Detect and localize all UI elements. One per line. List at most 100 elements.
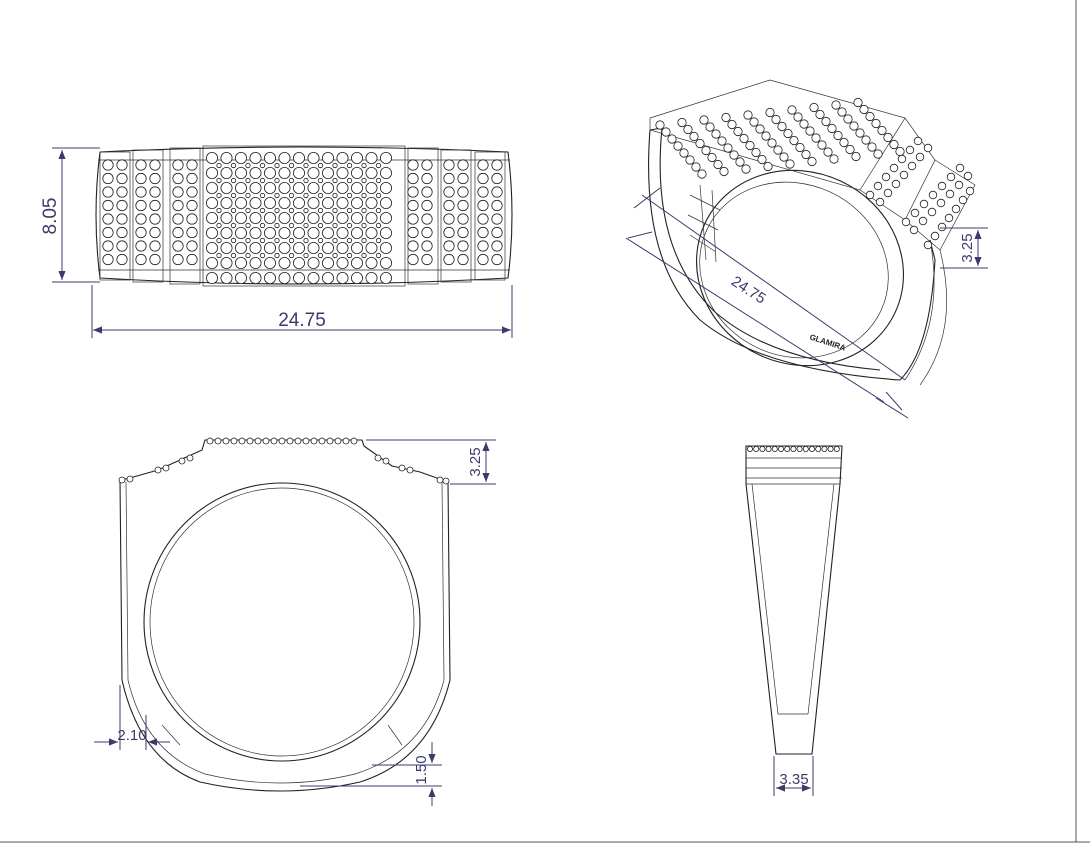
gem-stone [807,156,817,167]
gem-stone [711,129,721,139]
gem-stone [317,207,324,214]
gem-stone [186,240,198,252]
gem-stone [238,437,246,445]
gem-stone [821,116,831,127]
gem-stone [927,207,937,217]
gem-stone [278,437,286,445]
gem-stone [172,159,184,171]
gem-stone [491,240,503,252]
side-view-outline [745,445,843,755]
gem-stone [851,151,861,162]
gem-stone [421,172,433,185]
gem-stone [773,145,783,155]
gem-stone [751,147,761,158]
gem-stone [149,186,161,198]
gem-stone [307,211,320,224]
gem-stone [292,181,305,194]
gem-stone [307,256,320,269]
gem-stone [259,237,266,244]
gem-stone [149,213,161,225]
gem-stone [220,166,233,179]
front-bottom-label: 1.50 [413,755,430,784]
gem-stone [278,151,291,164]
gem-stone [691,162,701,172]
gem-stone [697,169,707,179]
gem-stone [303,237,309,244]
gem-stone [923,143,933,153]
gem-stone [379,241,392,254]
gem-stone [288,207,295,214]
gem-stone [116,240,128,252]
gem-stone [116,199,128,212]
gem-stone [905,145,915,155]
gem-stone [407,172,419,185]
gem-stone [205,226,218,239]
gem-stone [945,189,955,199]
gem-stone [477,199,489,212]
gem-stone [135,172,147,185]
gem-stone [855,128,865,138]
gem-stone [793,112,803,122]
gem-stone [332,207,338,214]
gem-stone [375,237,382,244]
gem-stone [332,192,338,199]
gem-stone [186,454,194,462]
gem-stone [379,166,392,179]
gem-stone [375,162,382,169]
gem-stone [763,161,773,172]
gem-stone [491,213,503,225]
gem-stone [350,211,363,224]
gem-stone [186,159,198,171]
gem-stone [477,186,489,198]
gem-stone [477,213,489,225]
gem-stone [346,252,353,259]
gem-stone [205,256,218,269]
gem-stone [292,211,305,224]
gem-stone [321,181,334,194]
gem-stone [321,211,334,224]
gem-stone [332,252,338,259]
gem-stone [785,159,795,169]
gem-stone [899,170,909,180]
gem-stone [292,226,305,239]
gem-stone [245,207,251,214]
gem-stone [334,437,342,445]
gem-stone [172,186,184,198]
gem-stone [149,240,161,252]
gem-stone [919,199,929,209]
gem-stone [205,211,218,224]
gem-stone [230,177,237,184]
gem-stone [249,226,262,239]
gem-stone [220,151,233,164]
gem-stone [102,172,114,185]
gem-stone [118,476,126,484]
gem-stone [365,241,378,254]
gem-stone [216,207,222,214]
gem-stone [216,252,222,259]
gem-stone [361,192,367,199]
gem-stone [833,445,840,452]
gem-stone [205,166,218,179]
gem-stone [259,252,266,259]
gem-stone [421,199,433,212]
gem-stone [278,256,291,269]
gem-stone [317,177,324,184]
gem-stone [443,226,455,239]
gem-stone [230,252,237,259]
gem-stone [274,252,280,259]
gem-stone [350,256,363,269]
gem-stone [321,241,334,254]
gem-stone [831,100,841,110]
gem-stone [205,151,218,164]
gem-stone [805,126,815,136]
gem-stone [398,464,406,472]
gem-stone [443,199,455,212]
gem-stone [278,271,291,284]
gem-stone [274,162,280,169]
gem-stone [655,120,665,130]
gem-stone [918,216,928,226]
gem-stone [815,109,825,120]
gem-stone [755,124,765,134]
gem-stone [336,241,349,254]
gem-stone [743,110,753,120]
